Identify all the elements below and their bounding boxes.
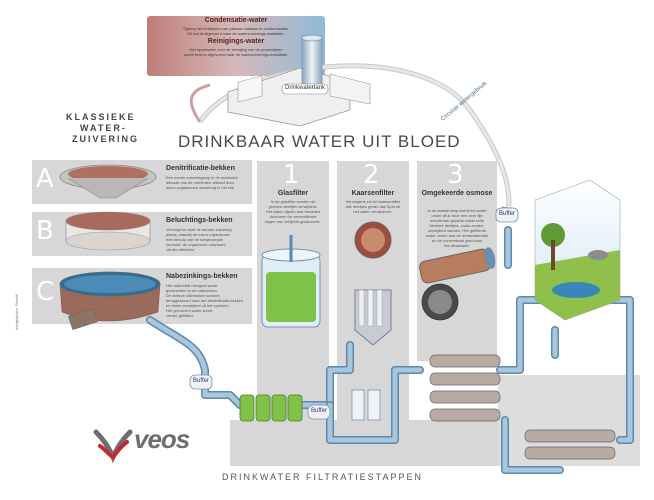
filter-3-text-1: In de laatste stap wordt het water — [427, 208, 487, 213]
buffer-label-1: Buffer — [193, 378, 209, 384]
step-letter-c: C — [36, 277, 55, 307]
classic-heading-3: ZUIVERING — [72, 134, 140, 144]
step-b-text-3: met behulp van de toegevoegde — [166, 237, 224, 242]
step-c-text-6: Het gezuiverd water wordt — [166, 308, 213, 313]
step-c-text-1: Het water/slib mengsel wordt — [166, 283, 218, 288]
cleaning-text-2: wordt tevens afgevoerd naar de waterzuiv… — [183, 52, 289, 57]
step-letter-a: A — [36, 164, 54, 194]
buffer-label-3: Buffer — [499, 211, 515, 217]
filter-3-text-2: onder druk door een zeer fijn — [431, 213, 483, 218]
drinking-water-plant — [227, 34, 371, 127]
step-c-text-7: verder gefilterd. — [166, 313, 194, 318]
filter-number-3: 3 — [447, 160, 464, 190]
tank-label: Drinkwatertank — [284, 85, 325, 91]
copyright-text: Infographics: Resoft — [14, 294, 19, 330]
filter-number-2: 2 — [363, 160, 380, 190]
ro-stack — [429, 354, 616, 460]
step-c-text-4: teruggestuurd naar het denitrificatie-be… — [166, 298, 244, 303]
classic-heading-2: WATER- — [80, 123, 127, 133]
basin-b — [65, 211, 151, 251]
basin-c — [59, 271, 161, 331]
filter-1-title: Glasfilter — [277, 190, 309, 197]
step-letter-b: B — [36, 216, 54, 246]
reverse-osmosis-module — [419, 247, 496, 321]
step-b-text-5: verder afbreken. — [166, 247, 196, 252]
veos-logo-text: veos — [134, 424, 190, 454]
filter-3-text-8: het afvalwater. — [444, 243, 470, 248]
circulation-arc-left — [189, 83, 211, 123]
condensation-text-2: Dit wordt afgevoerd naar de waterzuiveri… — [187, 31, 285, 36]
cleaning-text-1: Het spoelwater voor de reiniging van de … — [189, 47, 283, 52]
buffer-tanks — [189, 207, 519, 420]
condensation-text-1: Tijdens het indampen van plasma ontstaat… — [182, 26, 290, 31]
step-c-text-3: De actieve slibvlokken worden — [166, 293, 220, 298]
cleaning-title: Reinigings-water — [207, 38, 265, 45]
bottom-title: DRINKWATER FILTRATIESTAPPEN — [222, 472, 424, 482]
veos-logo-mark — [93, 429, 133, 464]
filter-2-text-1: Vervolgens zal de kaarsenfilter — [345, 199, 401, 204]
filter-3-text-4: kleinere deeltjes, zoals zouten, — [429, 223, 485, 228]
filter-1-text-3: Het water zijpelt naar beneden — [265, 209, 321, 214]
step-b-title: Beluchtings-bekken — [166, 217, 233, 224]
filter-3-text-6: water vloeit naar de drinkwatertank — [425, 233, 489, 238]
glass-filter — [261, 235, 321, 328]
step-a-text-3: micro-organismen aanwezig in het slib. — [166, 185, 236, 190]
step-c-text-2: gescheiden in de nabezinker. — [166, 288, 218, 293]
nature-scene — [534, 179, 621, 321]
basin-a — [59, 164, 157, 199]
step-a-text-1: Een eerste zuiveringstap in de anaërobe — [166, 175, 238, 180]
buffer-label-2: Buffer — [311, 408, 327, 414]
filter-2-title: Kaarsenfilter — [351, 190, 395, 197]
filter-1-text-4: doorheen de verschillende — [269, 214, 317, 219]
filter-3-text-3: membraan geperst zodat zelfs — [430, 218, 484, 223]
step-b-text-4: zuurstof, de organische vuilvracht — [166, 242, 226, 247]
step-c-text-5: en deels verwijderd uit het systeem. — [166, 303, 230, 308]
filter-1-text-1: In de glasfilter worden de — [270, 199, 316, 204]
page-title: DRINKBAAR WATER UIT BLOED — [178, 132, 461, 151]
filter-number-1: 1 — [283, 160, 300, 190]
filter-1-text-2: grovere deeltjes verwijderd. — [268, 204, 318, 209]
step-c-title: Nabezinkings-bekken — [166, 273, 238, 280]
top-info-box — [147, 16, 325, 76]
step-b-text-1: Vervolgens vindt de aerobe zuivering — [166, 227, 232, 232]
filter-3-title: Omgekeerde osmose — [421, 190, 493, 197]
filter-1-text-5: lagen van verfijnde glaskorrels. — [265, 219, 321, 224]
filter-3-text-5: verwijderd worden. Het gefilterde — [427, 228, 487, 233]
filter-2-text-2: alle deeltjes groter dan 5µm uit — [345, 204, 401, 209]
filter-2-text-3: het water verwijderen. — [353, 209, 393, 214]
step-b-text-2: plaats, waarbij de micro-organismen — [166, 232, 231, 237]
filter-3-text-7: en de concentraat gaat naar — [431, 238, 483, 243]
glass-filter-cartridges — [239, 394, 303, 422]
classic-heading-1: KLASSIEKE — [66, 112, 136, 122]
step-a-title: Denitrificatie-bekken — [166, 165, 235, 172]
candle-filter — [354, 221, 392, 346]
candle-filter-housings — [351, 389, 381, 421]
step-a-text-2: afbraak van de nutriënten stikstof door — [166, 180, 235, 185]
condensation-title: Condensatie-water — [204, 17, 268, 24]
